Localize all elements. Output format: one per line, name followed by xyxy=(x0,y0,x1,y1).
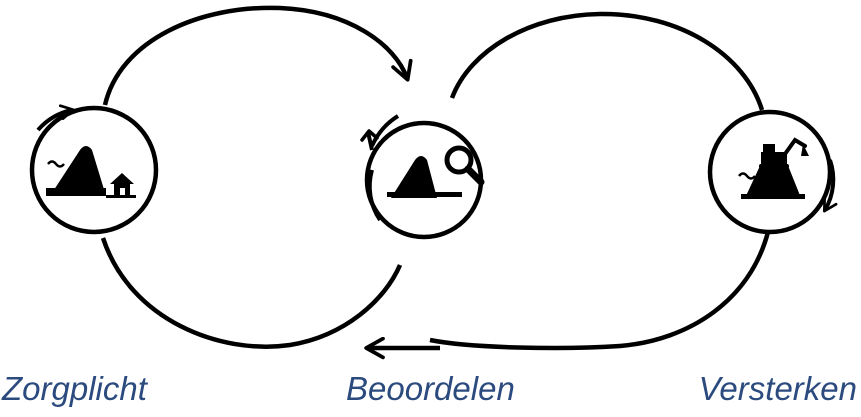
dike-with-magnifier-icon xyxy=(387,145,485,198)
dike-with-house-icon xyxy=(46,146,136,198)
zorgplicht-label: Zorgplicht xyxy=(2,370,147,407)
zorgplicht-node xyxy=(29,104,159,235)
versterken-cycle-arrow xyxy=(822,159,838,213)
beoordelen-node xyxy=(360,114,485,240)
right-loop-top-arc xyxy=(449,11,765,111)
right-loop-bottom-arc xyxy=(429,231,771,351)
versterken-node xyxy=(707,109,838,235)
versterken-label: Versterken xyxy=(698,370,857,407)
dike-with-excavator-icon xyxy=(738,137,809,199)
left-loop-top-arc xyxy=(102,5,413,106)
zorgplicht-cycle-arrow xyxy=(36,104,75,132)
beoordelen-cycle-arrow xyxy=(370,114,400,147)
left-loop-bottom-arc xyxy=(100,237,403,349)
beoordelen-label: Beoordelen xyxy=(346,370,515,407)
